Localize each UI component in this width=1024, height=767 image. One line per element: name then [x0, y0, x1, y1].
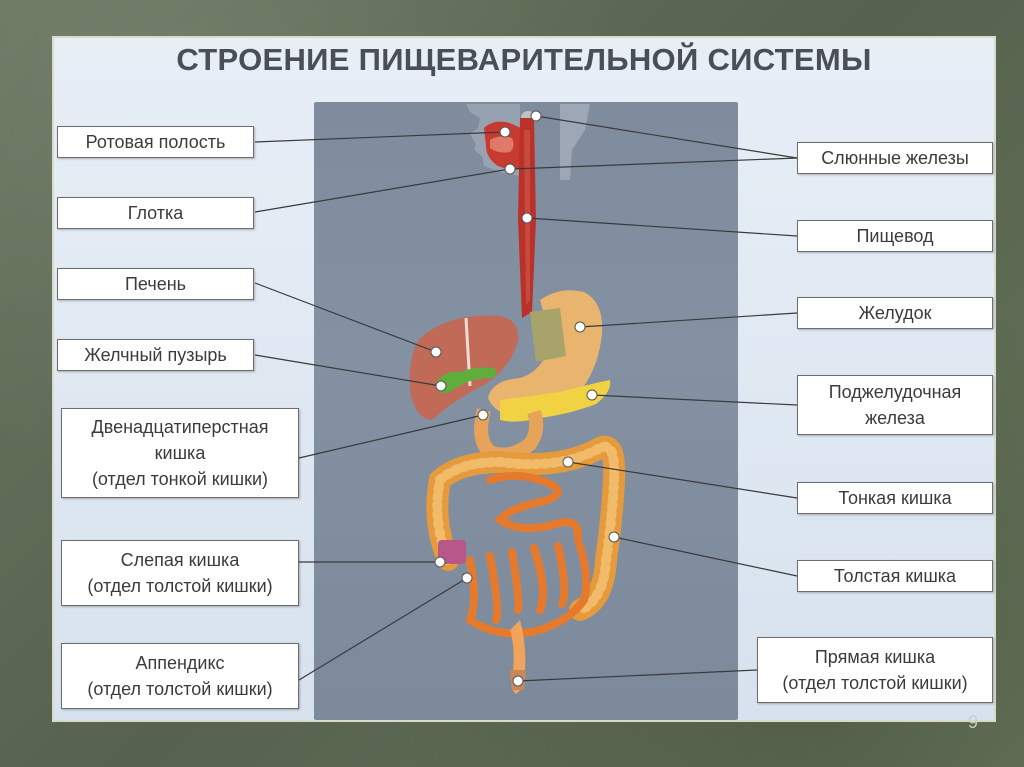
leader-lines: [254, 115, 798, 682]
label-gallbladder: Желчный пузырь: [57, 339, 254, 371]
label-rectum-line2: (отдел толстой кишки): [782, 673, 968, 693]
label-esophagus: Пищевод: [797, 220, 993, 252]
label-appendix-line2: (отдел толстой кишки): [87, 679, 273, 699]
large-intestine-shape: [426, 435, 626, 621]
label-appendix-line1: Аппендикс: [135, 653, 225, 673]
label-pancreas: Поджелудочная железа: [797, 375, 993, 435]
label-rectum-line1: Прямая кишка: [814, 647, 936, 667]
label-duodenum: Двенадцатиперстная кишка (отдел тонкой к…: [61, 408, 299, 498]
label-oral-cavity: Ротовая полость: [57, 126, 254, 158]
label-duodenum-line1: Двенадцатиперстная: [91, 417, 269, 437]
label-liver: Печень: [57, 268, 254, 300]
label-stomach: Желудок: [797, 297, 993, 329]
label-appendix: Аппендикс (отдел толстой кишки): [61, 643, 299, 709]
label-cecum-line2: (отдел толстой кишки): [87, 576, 273, 596]
pancreas-shape: [500, 380, 611, 422]
small-intestine-shape: [466, 471, 591, 638]
pointer-dots: [430, 110, 620, 687]
stomach-shape: [488, 290, 603, 418]
gallbladder-shape: [436, 367, 497, 394]
label-pancreas-line2: железа: [865, 408, 925, 428]
label-rectum: Прямая кишка (отдел толстой кишки): [757, 637, 993, 703]
label-small-intestine: Тонкая кишка: [797, 482, 993, 514]
label-large-intestine: Толстая кишка: [797, 560, 993, 592]
cecum-shape: [438, 540, 466, 564]
page-title: СТРОЕНИЕ ПИЩЕВАРИТЕЛЬНОЙ СИСТЕМЫ: [176, 42, 872, 77]
page-number: 9: [968, 712, 979, 732]
label-cecum: Слепая кишка (отдел толстой кишки): [61, 540, 299, 606]
label-duodenum-line3: (отдел тонкой кишки): [91, 469, 269, 489]
label-pancreas-line1: Поджелудочная: [828, 382, 962, 402]
label-cecum-line1: Слепая кишка: [120, 550, 240, 570]
label-duodenum-line2: кишка: [154, 443, 206, 463]
label-salivary-glands: Слюнные железы: [797, 142, 993, 174]
label-pharynx: Глотка: [57, 197, 254, 229]
